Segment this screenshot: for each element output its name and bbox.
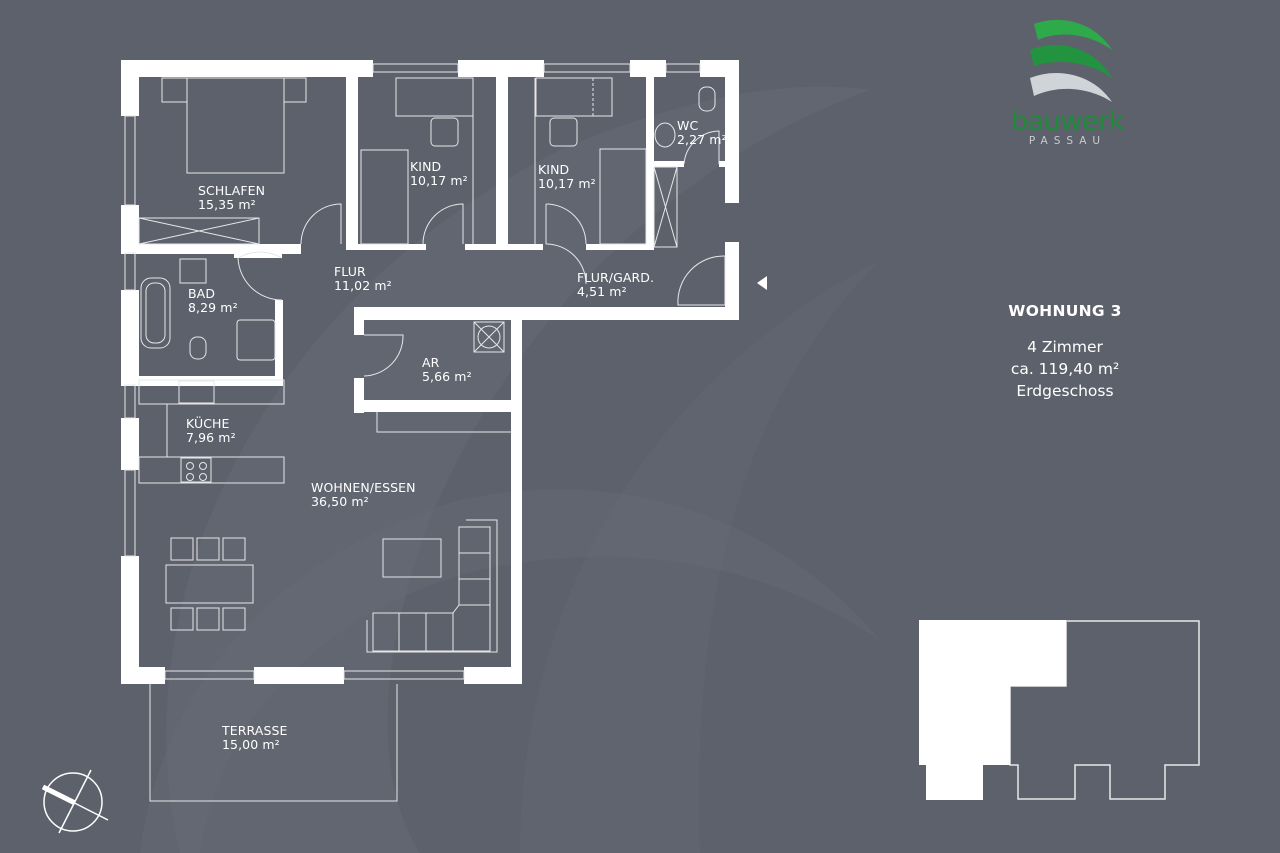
walls — [121, 60, 739, 684]
logo-icon — [1030, 19, 1112, 102]
apartment-rooms: 4 Zimmer — [1027, 338, 1103, 356]
brand-subtitle: PASSAU — [1028, 135, 1107, 147]
entrance-arrow-icon — [757, 276, 767, 290]
fixtures — [124, 63, 726, 802]
compass-icon — [41, 769, 109, 834]
apartment-title: WOHNUNG 3 — [1008, 302, 1122, 320]
apartment-floor: Erdgeschoss — [1016, 382, 1114, 400]
key-plan — [919, 620, 1200, 800]
brand-name: bauwerk — [1011, 106, 1124, 137]
apartment-info: WOHNUNG 3 4 Zimmer ca. 119,40 m² Erdgesc… — [960, 302, 1170, 402]
room-label-flur-gard: FLUR/GARD.4,51 m² — [577, 270, 655, 299]
apartment-area: ca. 119,40 m² — [1010, 360, 1120, 378]
